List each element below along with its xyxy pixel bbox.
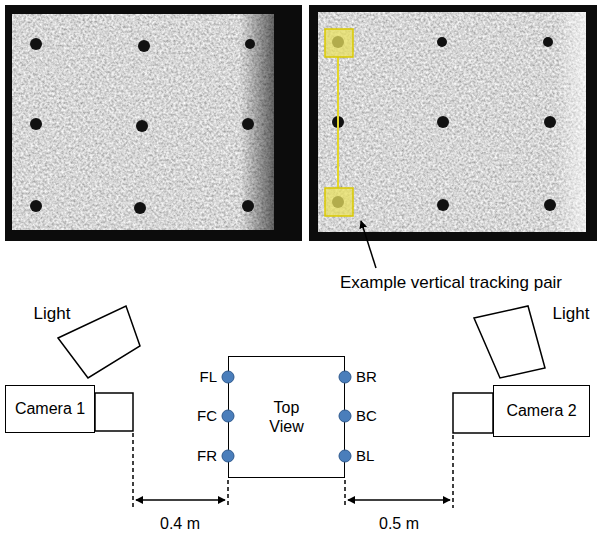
marker-dot (30, 38, 42, 50)
marker-dot (134, 202, 146, 214)
sensor-label: BL (356, 447, 374, 465)
marker-dot (242, 200, 254, 212)
sensor-label: BR (356, 368, 377, 386)
photo-frame (309, 5, 597, 241)
camera-lens (453, 393, 493, 433)
marker-dot (437, 199, 449, 211)
node-label: Camera 2 (506, 401, 576, 420)
light-label: Light (553, 304, 590, 324)
photo-shade (240, 14, 274, 230)
foam-sample (12, 14, 274, 230)
marker-dot (437, 37, 447, 47)
marker-dot (138, 40, 150, 52)
foam-sample (318, 12, 586, 232)
photo-glow (556, 12, 586, 232)
dimension-label: 0.5 m (379, 514, 419, 533)
marker-dots (30, 38, 255, 214)
dimension-arrow (136, 499, 225, 501)
node-label: Camera 1 (15, 399, 85, 418)
camera-box: Camera 2 (493, 385, 590, 437)
marker-dot (30, 200, 42, 212)
marker-dot (544, 199, 556, 211)
marker-dot (437, 116, 449, 128)
tracking-line (337, 57, 339, 188)
callout-text: Example vertical tracking pair (340, 273, 562, 293)
marker-dot (136, 120, 148, 132)
sensor-label: BC (356, 407, 377, 425)
top-view-box: Top View (228, 356, 345, 478)
marker-dots (332, 36, 556, 211)
extension-line (132, 433, 134, 508)
sensor-label: FL (199, 368, 217, 386)
sensor-label: FC (197, 407, 217, 425)
dimension-arrow (348, 499, 450, 501)
extension-line (344, 480, 346, 508)
tracking-box (325, 188, 353, 216)
marker-dot (242, 118, 254, 130)
extension-line (227, 480, 229, 508)
marker-dot (543, 37, 553, 47)
node-label: Top View (259, 398, 313, 436)
camera-lens (95, 393, 133, 431)
marker-dot (245, 39, 255, 49)
extension-line (452, 435, 454, 508)
camera-box: Camera 1 (5, 385, 95, 433)
marker-dot (544, 116, 556, 128)
photo-frame (5, 5, 302, 241)
marker-dot (30, 118, 42, 130)
leader-arrow (361, 221, 376, 268)
dimension-label: 0.4 m (160, 514, 200, 533)
light-label: Light (34, 304, 71, 324)
tracking-box (325, 29, 353, 57)
sensor-label: FR (197, 447, 217, 465)
light-symbol (474, 306, 545, 378)
